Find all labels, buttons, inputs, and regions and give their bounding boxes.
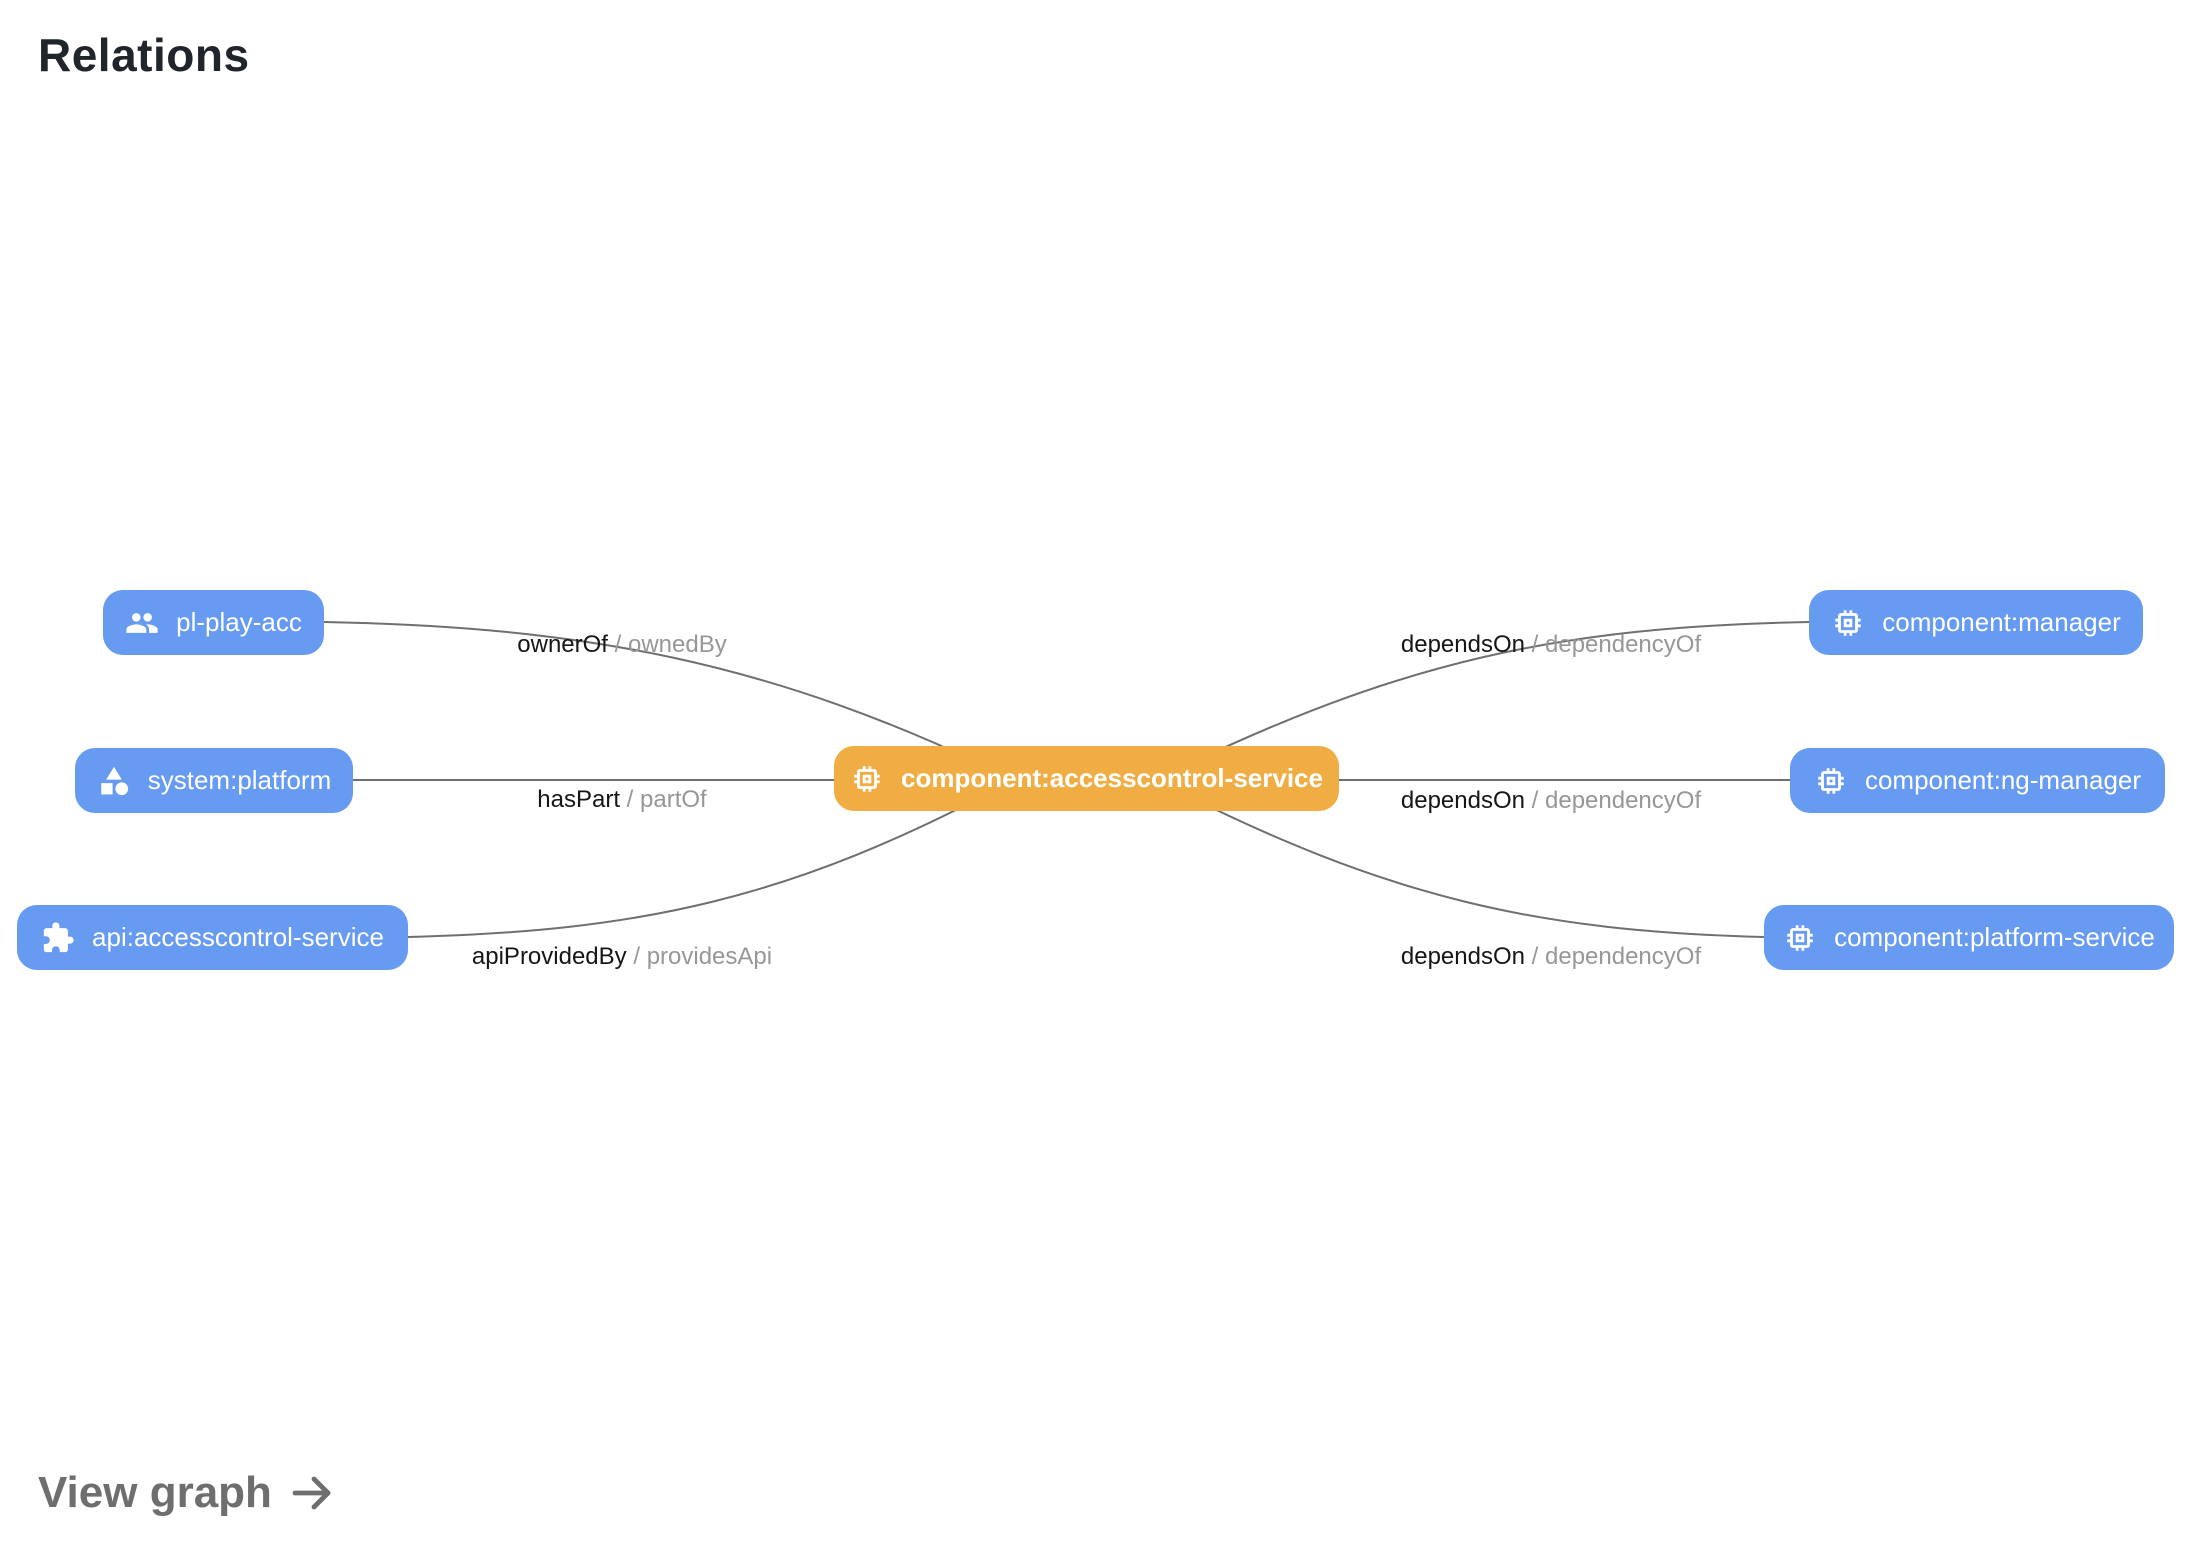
page-title: Relations xyxy=(38,29,250,81)
node-label: component:platform-service xyxy=(1834,922,2155,952)
node-system-platform[interactable]: system:platform xyxy=(75,748,353,813)
node-label: component:ng-manager xyxy=(1864,765,2142,795)
node-label: system:platform xyxy=(147,765,332,795)
relation-reverse: partOf xyxy=(640,786,707,813)
node-component-accesscontrol-service[interactable]: component:accesscontrol-service xyxy=(834,746,1339,811)
edge-dependson-1 xyxy=(1159,621,1810,779)
view-graph-label: View graph xyxy=(38,1468,272,1517)
relation-forward: dependsOn xyxy=(1400,787,1525,814)
node-component-platform-service[interactable]: component:platform-service xyxy=(1764,905,2174,970)
group-icon xyxy=(125,606,159,640)
node-component-manager[interactable]: component:manager xyxy=(1809,590,2143,655)
puzzle-icon xyxy=(41,921,75,955)
edge-dependson-3 xyxy=(1159,781,1765,938)
relation-forward: hasPart xyxy=(537,786,620,813)
relation-forward: ownerOf xyxy=(517,631,608,658)
edge-label-ownerof: ownerOf / ownedBy xyxy=(517,631,727,658)
relation-forward: apiProvidedBy xyxy=(471,943,627,970)
node-pl-play-acc[interactable]: pl-play-acc xyxy=(103,590,324,655)
edge-label-apiprovidedby: apiProvidedBy / providesApi xyxy=(471,943,773,970)
node-component-ng-manager[interactable]: component:ng-manager xyxy=(1790,748,2165,813)
chip-icon xyxy=(1814,764,1848,798)
category-icon xyxy=(97,764,131,798)
chip-icon xyxy=(1831,606,1865,640)
edge-label-haspart: hasPart / partOf xyxy=(537,786,707,813)
relation-forward: dependsOn xyxy=(1400,631,1525,658)
node-label: api:accesscontrol-service xyxy=(92,922,384,952)
edge-apiprovidedby xyxy=(407,781,1011,938)
arrow-right-icon xyxy=(288,1469,336,1517)
edge-label-dependson-1: dependsOn / dependencyOf xyxy=(1400,631,1702,658)
chip-icon xyxy=(850,762,884,796)
edge-label-dependson-2: dependsOn / dependencyOf xyxy=(1400,787,1702,814)
view-graph-link[interactable]: View graph xyxy=(38,1468,336,1518)
relation-reverse: dependencyOf xyxy=(1545,631,1702,658)
node-label: pl-play-acc xyxy=(176,607,302,637)
node-label: component:accesscontrol-service xyxy=(901,763,1323,793)
node-label: component:manager xyxy=(1882,607,2121,637)
relation-reverse: ownedBy xyxy=(627,631,727,658)
relation-reverse: dependencyOf xyxy=(1545,943,1702,970)
relation-reverse: dependencyOf xyxy=(1545,787,1702,814)
chip-icon xyxy=(1783,921,1817,955)
edge-label-dependson-3: dependsOn / dependencyOf xyxy=(1400,943,1702,970)
edge-ownerof xyxy=(323,621,1011,779)
relation-reverse: providesApi xyxy=(646,943,773,970)
node-api-accesscontrol-service[interactable]: api:accesscontrol-service xyxy=(17,905,408,970)
relation-forward: dependsOn xyxy=(1400,943,1525,970)
